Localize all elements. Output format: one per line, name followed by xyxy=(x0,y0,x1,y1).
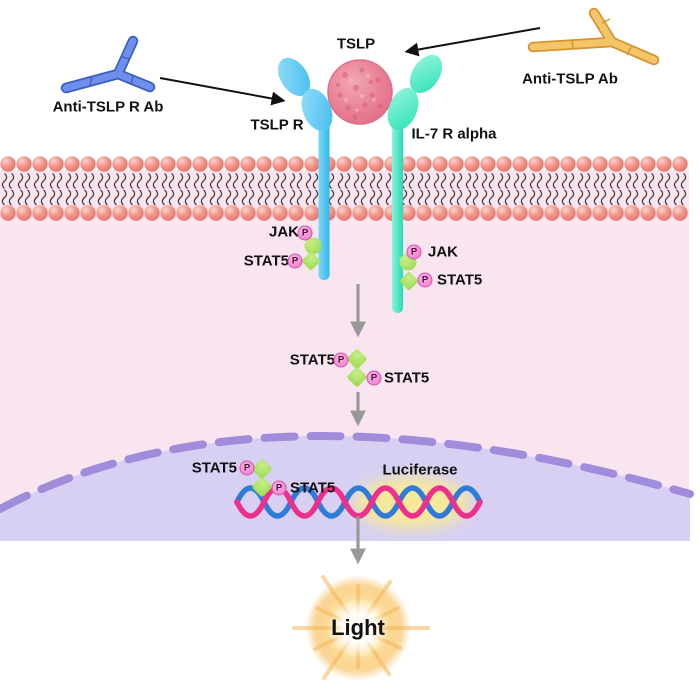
phospho-letter: P xyxy=(243,462,251,474)
jak-protein-icon xyxy=(304,237,322,255)
anti-tslp-ab-label: Anti-TSLP Ab xyxy=(522,70,618,88)
phospho-letter: P xyxy=(337,354,345,366)
phospho-badge: P xyxy=(406,244,422,260)
phospho-badge: P xyxy=(271,480,287,496)
phospho-badge: P xyxy=(287,253,303,269)
stat5-dimer-label-bottom: STAT5 xyxy=(384,369,430,387)
anti-tslp-r-antibody-icon xyxy=(60,35,156,94)
jak-label-left: JAK xyxy=(268,223,299,241)
luciferase-label: Luciferase xyxy=(382,461,458,479)
phospho-letter: P xyxy=(370,372,378,384)
il7-receptor-label: IL-7 R alpha xyxy=(411,125,497,143)
phospho-letter: P xyxy=(275,482,283,494)
nuclear-envelope-dashed-border xyxy=(0,432,694,513)
phospho-badge: P xyxy=(239,460,255,476)
stat5-nuclear-label-top: STAT5 xyxy=(191,459,237,477)
phospho-letter: P xyxy=(421,274,429,286)
anti-tslp-ab-arrow xyxy=(404,27,541,57)
tslp-label: TSLP xyxy=(336,35,376,53)
phospho-letter: P xyxy=(410,246,418,258)
tslp-receptor-domains-icon xyxy=(277,57,333,132)
phospho-letter: P xyxy=(291,255,299,267)
tslp-ligand-icon xyxy=(327,59,393,125)
anti-tslp-r-ab-arrow xyxy=(159,77,286,106)
jak-label-right: JAK xyxy=(428,243,459,261)
light-burst-icon xyxy=(292,562,430,690)
tslp-receptor-label: TSLP R xyxy=(250,116,304,134)
il7-receptor-domains-icon xyxy=(387,54,443,131)
stat5-nuclear-label-bottom: STAT5 xyxy=(290,479,336,497)
nucleus-region xyxy=(0,436,690,541)
stat5-label-right: STAT5 xyxy=(437,271,483,289)
phospho-badge: P xyxy=(366,370,382,386)
tslp-receptor-stalk xyxy=(318,122,330,280)
anti-tslp-r-ab-label: Anti-TSLP R Ab xyxy=(52,98,164,116)
plasma-membrane xyxy=(0,155,688,222)
phospho-badge: P xyxy=(333,352,349,368)
phospho-badge: P xyxy=(417,272,433,288)
stat5-label-left: STAT5 xyxy=(243,252,289,270)
anti-tslp-antibody-icon xyxy=(527,7,660,66)
phospho-letter: P xyxy=(301,227,309,239)
stat5-dimer-label-top: STAT5 xyxy=(289,351,335,369)
light-label: Light xyxy=(331,615,385,640)
phospho-badge: P xyxy=(297,225,313,241)
